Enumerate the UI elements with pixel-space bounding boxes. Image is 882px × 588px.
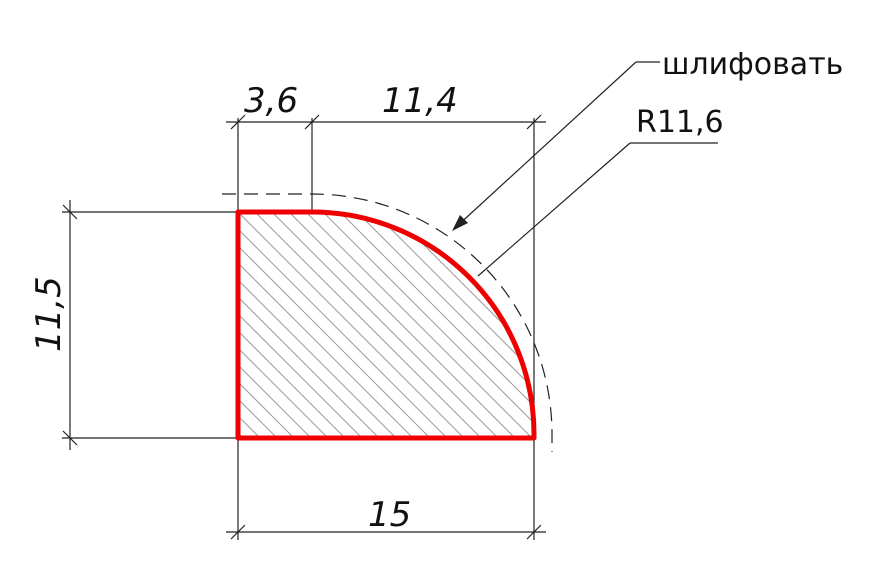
- dashed-contour: [222, 193, 553, 452]
- hatch-line: [238, 212, 354, 438]
- hatch-line: [528, 212, 534, 438]
- profile-outline: [235, 209, 537, 441]
- hatch-line: [238, 212, 490, 438]
- hatch-line: [273, 212, 534, 438]
- hatch-line: [256, 212, 534, 438]
- hatch-line: [238, 212, 473, 438]
- hatch-line: [238, 212, 422, 438]
- note-radius: R11,6: [636, 105, 724, 140]
- hatch-line: [238, 212, 320, 438]
- hatch-line: [290, 212, 534, 438]
- dim-top-left: 3,6: [244, 81, 298, 121]
- hatch-line: [494, 212, 534, 438]
- section-hatching: [238, 212, 534, 438]
- dim-top-right: 11,4: [382, 81, 458, 121]
- hatch-line: [239, 212, 534, 438]
- hatch-line: [238, 212, 337, 438]
- hatch-line: [238, 212, 507, 438]
- hatch-line: [375, 212, 534, 438]
- dimension-lines: [62, 114, 546, 540]
- grind-leader: [452, 61, 660, 231]
- hatch-line: [238, 212, 405, 438]
- hatch-line: [426, 212, 534, 438]
- hatch-line: [477, 212, 534, 438]
- hatch-line: [238, 212, 371, 438]
- hatch-line: [238, 212, 388, 438]
- hatch-line: [324, 212, 534, 438]
- dim-left-height: 11,5: [29, 276, 69, 352]
- hatch-line: [238, 212, 524, 438]
- note-grind: шлифовать: [662, 47, 843, 82]
- dim-bottom-width: 15: [368, 495, 411, 535]
- hatch-line: [307, 212, 534, 438]
- extension-lines: [62, 118, 535, 540]
- hatch-line: [238, 212, 456, 438]
- hatch-line: [443, 212, 534, 438]
- hatch-line: [392, 212, 534, 438]
- hatch-line: [341, 212, 534, 438]
- radius-leader: [477, 142, 718, 277]
- hatch-line: [238, 212, 303, 438]
- hatch-line: [511, 212, 534, 438]
- hatch-line: [238, 212, 439, 438]
